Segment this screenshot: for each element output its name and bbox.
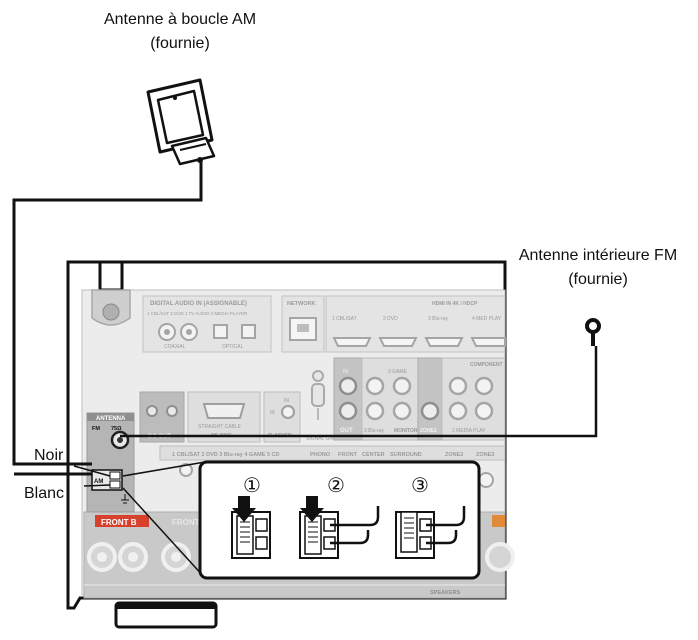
audio-row-label: 1 CBL/SAT 2 DVD 3 Blu-ray 4 GAME 5 CD [172,452,280,458]
am-loop-antenna [146,78,216,166]
flasher-in-label: IN [284,398,289,404]
hdmi-port-1 [332,337,372,347]
connection-steps-panel: ① ② ③ [198,460,481,580]
optical-label: OPTICAL [222,344,244,350]
dc-out-jack-1 [146,405,158,417]
am-antenna-label: Antenne à boucle AM (fournie) [80,10,280,54]
network-label: NETWORK [287,301,315,307]
blanc-label: Blanc [24,485,65,502]
am-antenna-title: Antenne à boucle AM [103,11,257,28]
step-2-number: ② [327,475,345,497]
flasher-jack [281,405,295,419]
hdmi-port-3 [424,337,464,347]
center-label: CENTER [362,452,385,458]
hdmi-port-4 [470,337,506,347]
hdmi-port-1-label: 1 CBL/SAT [332,316,357,322]
rs232c-port [202,403,246,419]
noir-leader [73,465,111,477]
audio-in-row: 1 CBL/SAT 2 DVD 3 Blu-ray 4 GAME 5 CD PH… [159,445,506,488]
zone2-video-label: ZONE2 [420,428,437,434]
hdmi-in-label: HDMI IN 4K / HDCP [432,301,478,307]
control-section: DC OUT STRAIGHT CABLE RS-232C IR IN FLAS… [139,391,301,443]
front-pre-label: FRONT [338,452,358,458]
fm-antenna-title: Antenne intérieure FM [518,247,678,264]
noir-label: Noir [34,447,64,464]
phono-label: PHONO [310,452,331,458]
digital-sub-label: 1 CBL/SAT 2 DVD 1 TV AUDIO 2 MEDIA PLAYE… [147,311,248,316]
speaker-post-4 [485,542,515,572]
component-label: COMPONENT [470,362,503,368]
game-label: 3 GAME [388,369,408,375]
fm-indoor-antenna [120,318,601,438]
hdmi-port-4-label: 4 MED PLAY [472,316,502,322]
fm-antenna-supplied: (fournie) [568,271,628,288]
fm-label: FM [92,426,100,432]
fm-antenna-label: Antenne intérieure FM (fournie) [500,246,696,290]
zone3-label: ZONE3 [476,452,494,458]
step-3-number: ③ [411,475,429,497]
hdmi-port-2-label: 2 DVD [383,316,398,322]
video-in-label: IN [343,369,348,375]
hdmi-port-2 [378,337,418,347]
wifi-antenna [91,260,131,326]
signal-gnd-label: SIGNAL GND [306,436,337,442]
bluray-label: 3 Blu-ray [364,428,385,434]
network-section: NETWORK [281,295,325,353]
signal-gnd: SIGNAL GND [306,370,337,442]
am-antenna-cable [12,160,203,466]
hdmi-in-section: HDMI IN 4K / HDCP 1 CBL/SAT 2 DVD 3 Blu-… [325,295,506,353]
antenna-terminal: ANTENNA FM 75Ω AM [86,412,135,513]
blanc-leader [83,484,111,487]
digital-audio-label: DIGITAL AUDIO IN (ASSIGNABLE) [150,301,247,307]
step-2-illustration [299,496,380,559]
monitor-label: MONITOR [394,428,418,434]
antenna-title: ANTENNA [96,416,126,422]
surround-label: SURROUND [390,452,422,458]
am-label: AM [94,479,103,485]
digital-audio-in-section: DIGITAL AUDIO IN (ASSIGNABLE) 1 CBL/SAT … [142,295,272,353]
video-out-label: OUT [340,428,353,434]
step-1-number: ① [243,475,261,497]
straight-cable-label: STRAIGHT CABLE [198,424,242,430]
media-player-label: 2 MEDIA PLAY [452,428,486,434]
optical-port-2 [241,324,256,339]
hdmi-port-3-label: 3 Blu-ray [428,316,449,322]
front-b-label: FRONT B [101,518,137,527]
ir-label: IR [270,410,275,416]
fm-antenna-cable [120,346,598,438]
optical-port-1 [213,324,228,339]
front-speaker-label: FRONT [172,518,200,527]
dc-out-jack-2 [166,405,178,417]
ohm-label: 75Ω [111,426,122,432]
coaxial-label: COAXIAL [164,344,186,350]
step-1-illustration [231,496,271,559]
step-3-illustration [395,506,466,559]
video-section: IN OUT 3 GAME 3 Blu-ray MONITOR ZONE2 CO… [333,357,506,441]
zone2-audio-label: ZONE2 [445,452,463,458]
am-antenna-supplied: (fournie) [150,35,210,52]
speakers-label: SPEAKERS [430,590,461,596]
